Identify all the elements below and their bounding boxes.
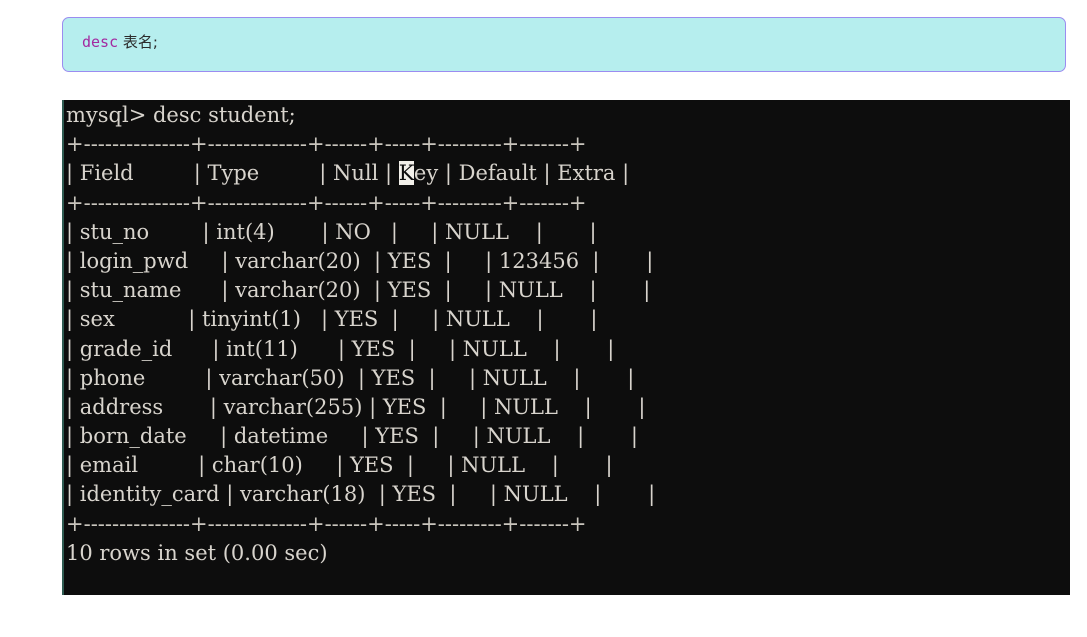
terminal-line-row: | address | varchar(255) | YES | | NULL … [66, 394, 646, 419]
terminal-line-row: | email | char(10) | YES | | NULL | | [66, 453, 613, 478]
terminal-cursor: K [398, 161, 414, 186]
code-snippet-line: desc 表名; [82, 32, 158, 52]
terminal-line-rule: +---------------+--------------+------+-… [66, 190, 587, 215]
terminal-line-rule: +---------------+--------------+------+-… [66, 132, 587, 157]
terminal-line-header: | Field | Type | Null | Key | Default | … [66, 161, 630, 186]
terminal-line-row: | stu_no | int(4) | NO | | NULL | | [66, 219, 597, 244]
sql-placeholder-text: 表名; [118, 33, 158, 51]
sql-keyword-desc: desc [82, 33, 119, 51]
terminal-line-row: | login_pwd | varchar(20) | YES | | 1234… [66, 248, 654, 273]
terminal-line-row: | stu_name | varchar(20) | YES | | NULL … [66, 278, 651, 303]
code-snippet-block: desc 表名; [62, 17, 1066, 72]
terminal-line-row: | phone | varchar(50) | YES | | NULL | | [66, 365, 635, 390]
terminal-output: mysql> desc student; +---------------+---… [66, 101, 655, 568]
terminal-window[interactable]: mysql> desc student; +---------------+---… [62, 100, 1070, 595]
terminal-line-row: | sex | tinyint(1) | YES | | NULL | | [66, 307, 598, 332]
terminal-line-row: | grade_id | int(11) | YES | | NULL | | [66, 336, 615, 361]
terminal-line-footer: 10 rows in set (0.00 sec) [66, 540, 328, 565]
terminal-line-rule: +---------------+--------------+------+-… [66, 511, 587, 536]
terminal-line-row: | born_date | datetime | YES | | NULL | … [66, 424, 638, 449]
terminal-line-row: | identity_card | varchar(18) | YES | | … [66, 482, 656, 507]
terminal-line-cmd: mysql> desc student; [66, 103, 296, 127]
